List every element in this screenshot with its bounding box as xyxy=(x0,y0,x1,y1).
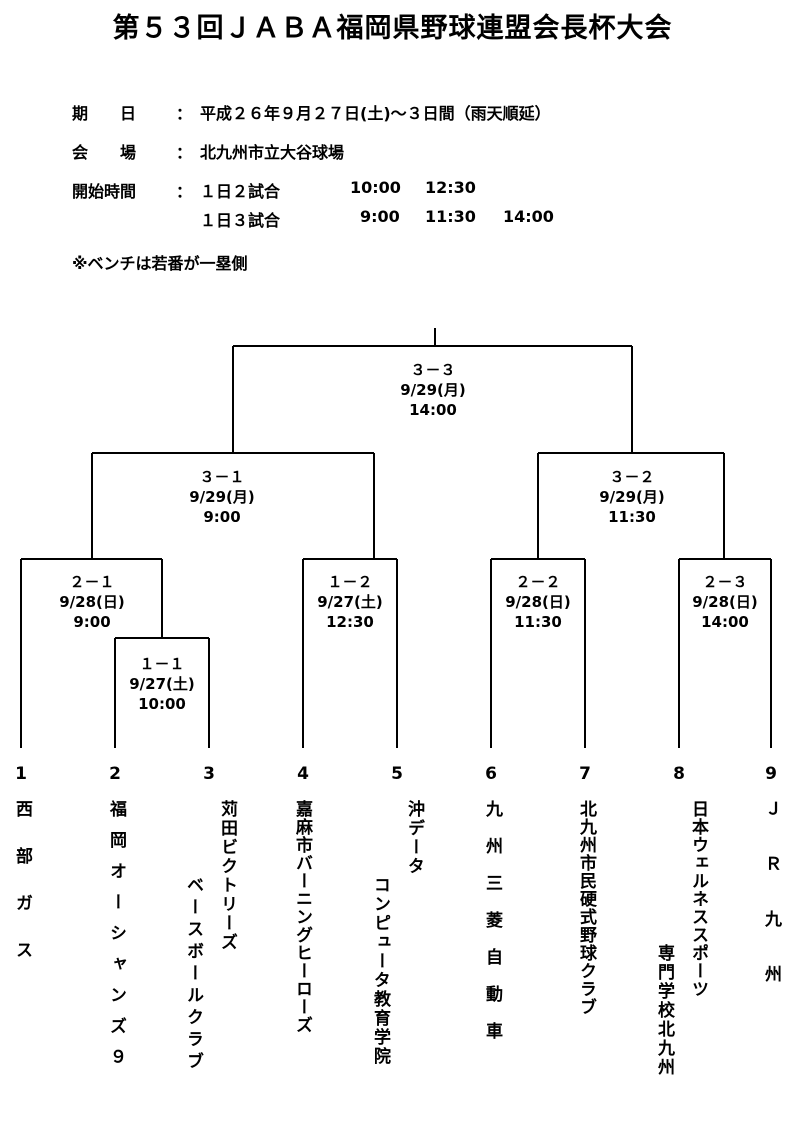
team-name: 福岡オーシャンズ９ xyxy=(106,800,126,1079)
date-value: 平成２６年９月２７日(土)～３日間（雨天順延） xyxy=(200,104,551,123)
match-3-2: ３－２ 9/29(月) 11:30 xyxy=(599,467,665,527)
date-label: 期 日 xyxy=(72,104,137,123)
team-number: 1 xyxy=(15,764,27,784)
venue-value: 北九州市立大谷球場 xyxy=(200,143,345,162)
match-2-2: ２－２ 9/28(日) 11:30 xyxy=(505,572,571,632)
match-date: 9/28(日) xyxy=(692,593,758,611)
colon: ： xyxy=(176,182,193,201)
match-date: 9/28(日) xyxy=(59,593,125,611)
match-id: １－２ xyxy=(327,573,373,591)
team-number: 9 xyxy=(765,764,777,784)
bench-note: ※ベンチは若番が一塁側 xyxy=(72,254,248,273)
three-games-label: １日３試合 xyxy=(200,211,281,230)
colon: ： xyxy=(176,143,193,162)
page-title: 第５３回ＪＡＢＡ福岡県野球連盟会長杯大会 xyxy=(112,13,673,44)
match-3-3: ３－３ 9/29(月) 14:00 xyxy=(400,360,466,420)
three-games-time: 11:30 xyxy=(425,207,476,226)
match-id: １－１ xyxy=(139,655,185,673)
team-number: 8 xyxy=(673,764,685,784)
team-number: 2 xyxy=(109,764,121,784)
colon: ： xyxy=(176,104,193,123)
two-games-time: 12:30 xyxy=(425,178,476,197)
match-time: 11:30 xyxy=(514,613,562,631)
match-id: ３－３ xyxy=(410,361,456,379)
team-name: 西部ガス xyxy=(12,800,32,988)
match-id: ２－２ xyxy=(515,573,561,591)
match-date: 9/27(土) xyxy=(129,675,195,693)
two-games-label: １日２試合 xyxy=(200,182,281,201)
team-name: 苅田ビクトリーズ xyxy=(217,800,237,952)
team-number: 6 xyxy=(485,764,497,784)
team-name: 日本ウェルネススポーツ xyxy=(688,800,708,998)
two-games-time: 10:00 xyxy=(350,178,401,197)
team-name: 沖データ xyxy=(404,800,424,876)
match-time: 11:30 xyxy=(608,508,656,526)
team-name: 北九州市民硬式野球クラブ xyxy=(576,800,596,1016)
match-date: 9/28(日) xyxy=(505,593,571,611)
team-name: 専門学校北九州 xyxy=(654,944,674,1077)
match-time: 14:00 xyxy=(409,401,457,419)
match-1-2: １－２ 9/27(土) 12:30 xyxy=(317,572,383,632)
venue-label: 会 場 xyxy=(72,143,137,162)
team-name: コンピュータ教育学院 xyxy=(370,876,390,1066)
team-name: 嘉麻市バーニングヒーローズ xyxy=(292,800,312,1034)
match-date: 9/29(月) xyxy=(189,488,255,506)
start-label: 開始時間 xyxy=(72,182,137,201)
match-3-1: ３－１ 9/29(月) 9:00 xyxy=(189,467,255,527)
match-id: ２－１ xyxy=(69,573,115,591)
match-id: ２－３ xyxy=(702,573,748,591)
team-number: 3 xyxy=(203,764,215,784)
match-time: 12:30 xyxy=(326,613,374,631)
match-time: 9:00 xyxy=(73,613,111,631)
match-1-1: １－１ 9/27(土) 10:00 xyxy=(129,654,195,714)
match-date: 9/29(月) xyxy=(400,381,466,399)
match-id: ３－２ xyxy=(609,468,655,486)
team-number: 4 xyxy=(297,764,309,784)
team-name: 九州三菱自動車 xyxy=(482,800,502,1059)
match-date: 9/27(土) xyxy=(317,593,383,611)
match-2-1: ２－１ 9/28(日) 9:00 xyxy=(59,572,125,632)
match-2-3: ２－３ 9/28(日) 14:00 xyxy=(692,572,758,632)
team-number: 7 xyxy=(579,764,591,784)
match-time: 14:00 xyxy=(701,613,749,631)
team-name: ベースボールクラブ xyxy=(183,876,203,1074)
team-number: 5 xyxy=(391,764,403,784)
match-time: 9:00 xyxy=(203,508,241,526)
match-id: ３－１ xyxy=(199,468,245,486)
match-date: 9/29(月) xyxy=(599,488,665,506)
match-time: 10:00 xyxy=(138,695,186,713)
three-games-time: 14:00 xyxy=(503,207,554,226)
team-name: ＪＲ九州 xyxy=(761,800,781,1020)
three-games-time: 9:00 xyxy=(360,207,400,226)
